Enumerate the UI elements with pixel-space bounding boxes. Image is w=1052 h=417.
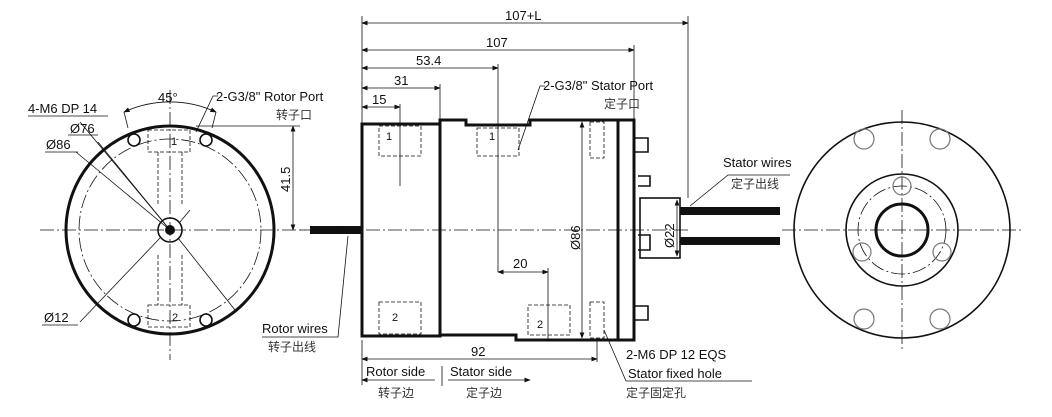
fixed-hole-bottom <box>589 301 605 339</box>
bolt <box>853 128 875 150</box>
bolt <box>932 242 952 262</box>
stator-port-2-label: 2 <box>537 319 543 331</box>
fixed-hole-label: Stator fixed hole <box>628 366 722 381</box>
bolt <box>852 242 872 262</box>
stator-port-cn-label: 定子口 <box>604 96 640 111</box>
leader-line <box>262 235 349 338</box>
rotor-wires-cn-label: 转子出线 <box>268 339 316 354</box>
body-length-label: 107 <box>486 35 508 50</box>
outer-circle <box>64 124 276 336</box>
rear-view <box>782 110 1022 350</box>
side-view: 1 2 1 2 107+L 107 53.4 31 15 20 Ø86 Ø22 <box>262 8 792 400</box>
bore-outer <box>157 217 183 243</box>
stator-port-label: 2-G3/8" Stator Port <box>543 78 653 93</box>
bolt <box>853 308 875 330</box>
rotor-side-label: Rotor side <box>366 364 425 379</box>
stator-side-cn-label: 定子边 <box>466 385 502 400</box>
stator-port-pos-label: 53.4 <box>416 53 441 68</box>
pcd-circle <box>78 138 262 322</box>
height-label: 41.5 <box>278 167 293 192</box>
rear-outer-circle <box>793 121 1011 339</box>
tail-diameter-label: Ø22 <box>662 223 677 248</box>
leader-line <box>97 141 171 231</box>
diameter-label: Ø86 <box>568 225 583 250</box>
bolt-head <box>634 305 649 321</box>
port-2-label: 2 <box>172 312 178 324</box>
leader-line <box>689 174 790 207</box>
pcd-label: Ø76 <box>70 121 95 136</box>
stator-port-2 <box>527 304 571 336</box>
leader-line <box>517 85 545 151</box>
rotor-port-label: 2-G3/8" Rotor Port <box>216 89 324 104</box>
bolt <box>929 128 951 150</box>
bolt <box>929 308 951 330</box>
mount-hole <box>127 313 141 327</box>
leader-line <box>75 151 171 231</box>
bolt-head <box>638 234 651 251</box>
extension-line <box>211 111 217 129</box>
rotor-wires-label: Rotor wires <box>262 321 328 336</box>
bolt-head <box>638 175 651 187</box>
rotor-port-pos-label: 15 <box>372 92 386 107</box>
rear-pcd-circle <box>857 185 947 275</box>
rotor-port-1-outline <box>147 129 191 153</box>
mount-holes <box>127 133 213 327</box>
stator-wire <box>680 237 780 245</box>
angle-arc <box>123 101 217 113</box>
stator-wires-cn-label: 定子出线 <box>731 176 779 191</box>
leader-line <box>195 95 218 133</box>
leader-line <box>79 237 161 323</box>
bolt <box>892 176 912 196</box>
front-view: 1 2 4-M6 DP 14 Ø76 Ø86 Ø12 45° 2-G3/8" R… <box>28 89 324 360</box>
bolt-head <box>634 137 649 153</box>
rotor-port-2 <box>378 301 422 335</box>
side-port-1-label: 1 <box>386 131 392 143</box>
overall-label: 107+L <box>505 8 542 23</box>
rear-bore <box>874 202 930 258</box>
port-1-label: 1 <box>171 136 177 148</box>
stator-wire <box>680 207 780 215</box>
mount-hole <box>127 133 141 147</box>
leader-line <box>603 329 752 382</box>
fixed-hole-spec-label: 2-M6 DP 12 EQS <box>626 347 727 362</box>
stator-side-label: Stator side <box>450 364 512 379</box>
tail-cap <box>639 197 681 259</box>
fixed-hole-pos-label: 92 <box>471 344 485 359</box>
rotor-side-cn-label: 转子边 <box>378 385 414 400</box>
rotor-port-cn-label: 转子口 <box>276 107 312 122</box>
extension-line <box>123 111 129 129</box>
leader-line <box>179 209 191 223</box>
bore-label: Ø12 <box>44 310 69 325</box>
stator-wires-label: Stator wires <box>723 155 792 170</box>
fixed-hole-top <box>589 121 605 159</box>
rear-bolts <box>852 128 952 330</box>
rear-inner-circle <box>845 173 959 287</box>
mount-holes-label: 4-M6 DP 14 <box>28 101 97 116</box>
mount-hole <box>199 133 213 147</box>
angle-label: 45° <box>158 90 178 105</box>
rotor-port-2-outline <box>147 304 191 328</box>
outer-diameter-label: Ø86 <box>46 137 71 152</box>
stator-port-1-label: 1 <box>489 131 495 143</box>
leader-line <box>177 237 236 311</box>
side-port-2-label: 2 <box>392 312 398 324</box>
port-spacing-label: 20 <box>513 256 527 271</box>
fixed-hole-cn-label: 定子固定孔 <box>626 385 686 400</box>
rotor-length-label: 31 <box>394 73 408 88</box>
mount-hole <box>199 313 213 327</box>
